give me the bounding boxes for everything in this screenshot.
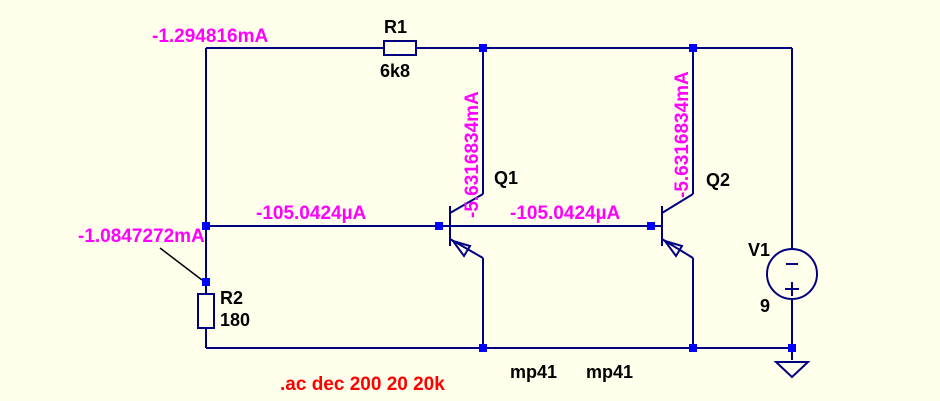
voltage-source-v1[interactable] <box>766 248 818 300</box>
junction-nodes <box>202 44 796 352</box>
q2-base-current-label: -105.0424µA <box>510 203 621 224</box>
spice-directive[interactable]: .ac dec 200 20 20k <box>280 374 445 395</box>
transistor-q2[interactable] <box>661 193 694 259</box>
ground-symbol <box>773 361 811 379</box>
r2-name-label: R2 <box>220 288 243 308</box>
r1-current-label: -1.294816mA <box>152 26 268 47</box>
v1-name-label: V1 <box>748 240 770 260</box>
r2-current-label: -1.0847272mA <box>78 226 205 247</box>
q1-base-current-label: -105.0424µA <box>256 203 367 224</box>
q2-collector-current-label: -5.6316834mA <box>672 71 693 198</box>
resistor-r2[interactable] <box>197 293 215 329</box>
q1-collector-current-label: -5.6316834mA <box>462 91 483 218</box>
r1-value-label: 6k8 <box>380 61 410 81</box>
resistor-r1[interactable] <box>382 40 418 56</box>
r2-value-label: 180 <box>220 310 250 330</box>
v1-value-label: 9 <box>760 296 770 316</box>
q2-name-label: Q2 <box>706 170 730 190</box>
transistor-q1[interactable] <box>449 193 484 259</box>
q2-model-label: mp41 <box>586 362 633 382</box>
q1-model-label: mp41 <box>510 362 557 382</box>
q1-name-label: Q1 <box>494 168 518 188</box>
r1-name-label: R1 <box>384 17 407 37</box>
